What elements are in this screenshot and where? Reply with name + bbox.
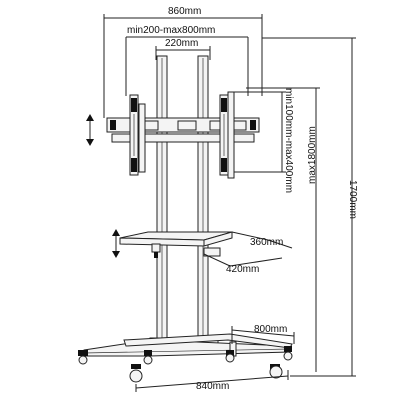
- mounting-bracket: [106, 91, 260, 179]
- caster-rear-left: [143, 350, 153, 365]
- caster-far-right: [283, 346, 293, 361]
- shelf-depth-label: 420mm: [226, 264, 259, 275]
- dimension-pole-spacing: 220mm: [155, 38, 211, 60]
- dimension-width-top: 860mm: [103, 6, 263, 118]
- dimension-total-height: 1700mm: [262, 37, 358, 377]
- dimension-max-height: max1800mm: [246, 87, 320, 372]
- caster-front-middle: [129, 364, 143, 383]
- dimension-shelf-width: 360mm: [231, 231, 293, 249]
- shelf-width-label: 360mm: [250, 237, 283, 248]
- base-width-label: 840mm: [196, 381, 229, 392]
- dimension-shelf-depth: 420mm: [203, 253, 283, 275]
- caster-front-right: [269, 364, 283, 379]
- vesa-horizontal-label: min200-max800mm: [127, 25, 215, 36]
- width-top-label: 860mm: [168, 6, 201, 17]
- dimension-base-width: 840mm: [135, 370, 289, 392]
- caster-rear-right: [225, 350, 235, 363]
- max-height-label: max1800mm: [307, 126, 318, 184]
- caster-wheels: [78, 346, 293, 383]
- base-depth-label: 800mm: [254, 324, 287, 335]
- vesa-vertical-label: min100mm-max400mm: [283, 88, 294, 193]
- dimension-base-depth: 800mm: [231, 324, 295, 344]
- stand-poles: [156, 55, 209, 349]
- shelf-height-adjust-arrow-icon: [112, 229, 120, 258]
- pole-spacing-label: 220mm: [165, 38, 198, 49]
- wheeled-base: [83, 333, 293, 357]
- middle-shelf: [119, 231, 233, 258]
- dimension-vesa-horizontal: min200-max800mm: [125, 25, 249, 96]
- bracket-height-adjust-arrow-icon: [86, 114, 94, 146]
- caster-front-left: [78, 350, 88, 365]
- dimension-vesa-vertical: min100mm-max400mm: [234, 88, 294, 193]
- total-height-label: 1700mm: [347, 180, 358, 219]
